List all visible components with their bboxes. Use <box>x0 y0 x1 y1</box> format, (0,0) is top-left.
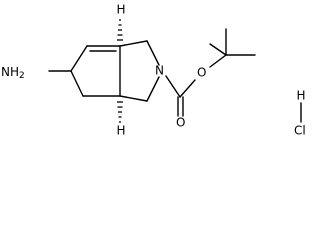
hcl-chlorine-label: Cl <box>294 124 306 138</box>
stereo-hash-top <box>117 19 123 41</box>
chemical-structure: NH2 N O O H H H Cl <box>1 3 306 138</box>
bond-c1-ch2-top <box>119 40 148 47</box>
pyrrolidine-ring <box>119 40 160 102</box>
hcl-hydrogen-label: H <box>296 89 305 103</box>
bond-c2-c3 <box>70 45 88 72</box>
carbonyl-oxygen-label: O <box>176 116 185 130</box>
amine-label: NH2 <box>1 65 25 81</box>
bond-ester-o-c <box>209 54 227 68</box>
bond-ch2-top-n <box>146 40 160 66</box>
stereo-hash-bottom <box>117 101 123 123</box>
bond-c3-c4 <box>70 70 84 97</box>
stereo-h-bottom-label: H <box>116 124 125 138</box>
amine-nh-text: NH <box>1 65 19 79</box>
amine-subscript: 2 <box>19 71 25 81</box>
ring-nitrogen-label: N <box>155 64 164 78</box>
stereo-h-top-label: H <box>116 3 125 17</box>
cyclopentene-ring <box>70 45 121 97</box>
ester-oxygen-label: O <box>197 66 206 80</box>
boc-group <box>165 28 256 117</box>
bond-tbu-methyl-left <box>209 43 227 56</box>
bond-n-carbonyl <box>165 75 181 98</box>
bond-ch2-bottom-c5 <box>119 95 148 102</box>
bond-carbonyl-ester-o <box>179 79 196 98</box>
bond-n-ch2-bottom <box>146 76 160 102</box>
